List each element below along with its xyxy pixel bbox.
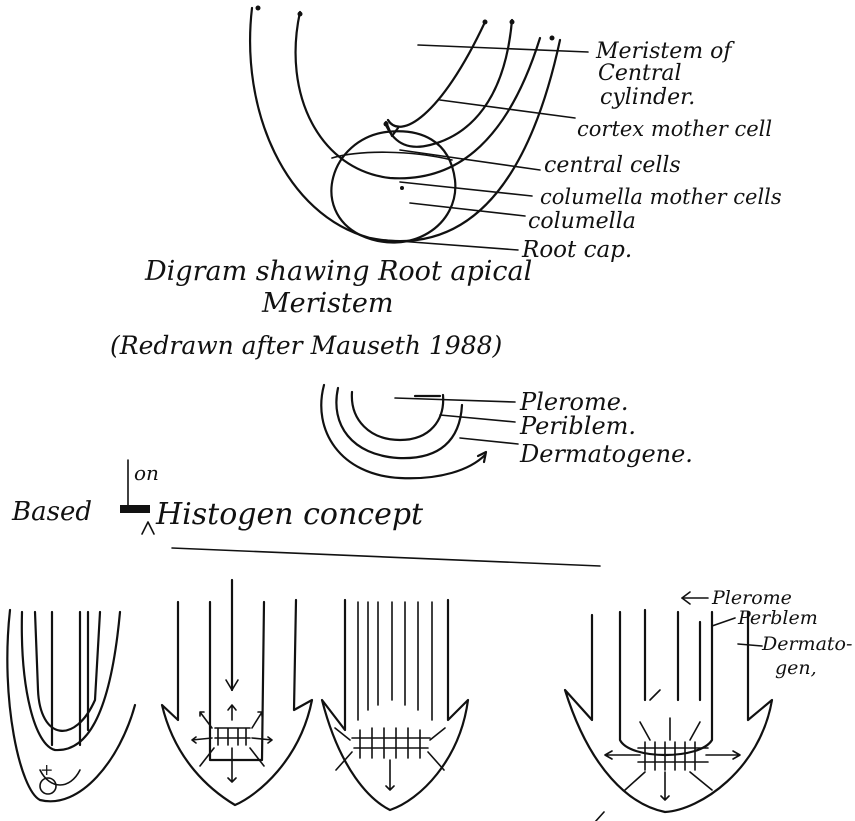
label-cylinder: cylinder.	[600, 85, 695, 110]
label-gen-bottom: gen,	[775, 657, 817, 679]
bottom-root-tip-1: +	[7, 610, 135, 801]
top-labels: Meristem of Central cylinder. cortex mot…	[521, 39, 782, 263]
middle-leader-lines	[395, 398, 518, 444]
caption-line-1: Digram shawing Root apical	[144, 256, 532, 287]
caption-line-3: (Redrawn after Mauseth 1988)	[110, 331, 502, 360]
caption-line-2: Meristem	[261, 288, 393, 319]
svg-text:+: +	[40, 760, 53, 779]
label-central-cells: central cells	[544, 153, 681, 178]
bottom-labels: Plerome Perblem Dermato- gen,	[711, 587, 852, 679]
top-root-apex-drawing	[250, 6, 560, 243]
label-perblem-bottom: Perblem	[737, 607, 818, 629]
label-central: Central	[598, 61, 682, 86]
label-cortex-mother-cell: cortex mother cell	[577, 117, 772, 141]
label-columella: columella	[528, 209, 636, 234]
label-dermato-bottom: Dermato-	[761, 633, 852, 655]
label-periblem: Periblem.	[519, 412, 636, 440]
label-columella-mother-cells: columella mother cells	[540, 185, 782, 209]
label-root-cap: Root cap.	[521, 237, 632, 263]
bottom-root-tip-2	[162, 580, 312, 805]
bottom-root-tip-4	[565, 610, 772, 821]
histogen-heading: on Based Histogen concept	[11, 460, 600, 566]
middle-labels: Plerome. Periblem. Dermatogene.	[519, 388, 693, 468]
label-plerome-bottom: Plerome	[711, 587, 792, 609]
heading-based: Based	[11, 497, 92, 527]
heading-histogen-concept: Histogen concept	[155, 497, 424, 532]
bottom-root-tip-3	[322, 600, 468, 810]
label-dermatogene: Dermatogene.	[519, 440, 693, 468]
top-caption: Digram shawing Root apical Meristem (Red…	[110, 256, 532, 360]
heading-insert-on: on	[134, 461, 159, 485]
